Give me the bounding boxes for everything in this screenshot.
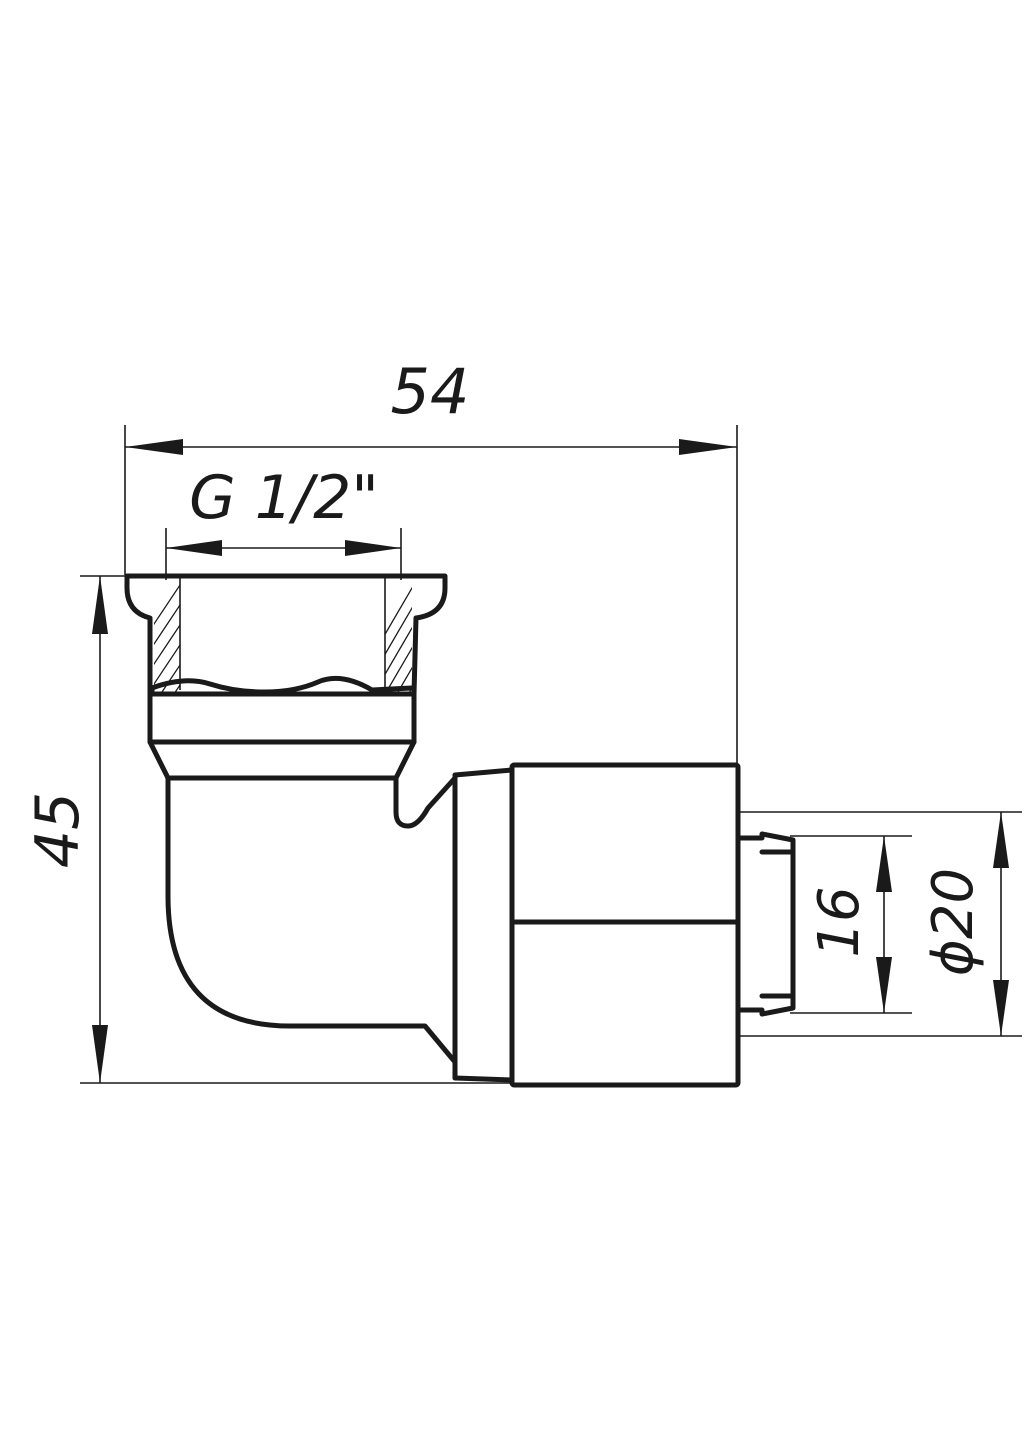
arrow-right [679, 439, 737, 455]
arrow-left [166, 540, 222, 556]
elbow-body [165, 775, 458, 1081]
hex-nut [452, 767, 515, 1083]
dim-label-pipe-inner: 16 [807, 886, 872, 957]
break-line [149, 675, 415, 697]
pipe-stub [735, 831, 796, 1017]
dim-label-width: 54 [391, 355, 470, 428]
socket-band [147, 691, 417, 745]
dimension-pipe-outer: ϕ20 [738, 811, 1022, 1037]
neck [147, 739, 417, 781]
dim-label-thread: G 1/2" [189, 463, 379, 533]
dimension-overall-height: 45 [23, 575, 512, 1084]
dimension-overall-width: 54 [124, 355, 738, 765]
hatch-left [154, 578, 180, 695]
arrow-bottom [876, 957, 892, 1013]
arrow-bottom [92, 1025, 108, 1083]
dim-label-pipe-outer: ϕ20 [921, 868, 986, 976]
hatch-right [385, 578, 412, 695]
dimension-thread-size: G 1/2" [165, 463, 402, 580]
arrow-top [876, 836, 892, 892]
dimension-pipe-inner: 16 [790, 835, 912, 1014]
arrow-bottom [993, 980, 1009, 1036]
arrow-right [345, 540, 401, 556]
dim-label-height: 45 [23, 792, 93, 868]
arrow-left [125, 439, 183, 455]
fitting-body [124, 573, 796, 1088]
arrow-top [993, 812, 1009, 868]
arrow-top [92, 576, 108, 634]
compression-nut [509, 762, 741, 1088]
